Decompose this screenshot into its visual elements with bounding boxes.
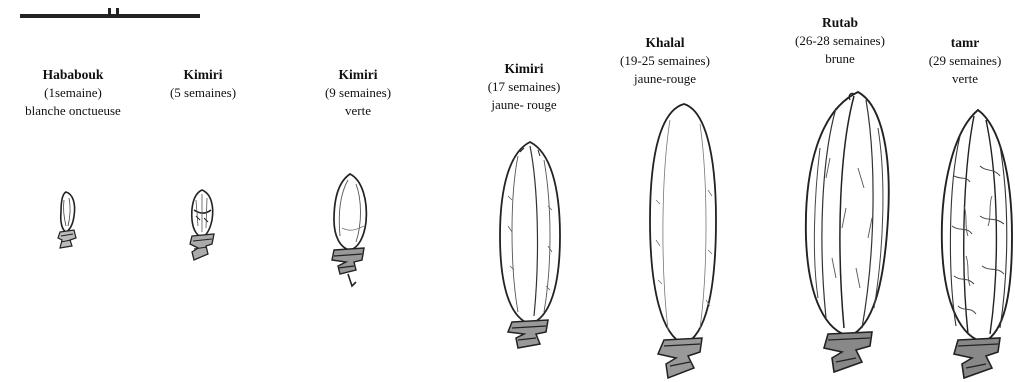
- stage-label-kimiri-17: Kimiri (17 semaines) jaune- rouge: [464, 60, 584, 114]
- fruit-khalal-drawing: [640, 100, 726, 382]
- stage-color: jaune-rouge: [600, 70, 730, 88]
- fruit-kimiri-5-drawing: [182, 186, 222, 266]
- stage-label-kimiri-5: Kimiri (5 semaines): [148, 66, 258, 102]
- stage-duration: (29 semaines): [915, 52, 1015, 70]
- stage-name: Khalal: [600, 34, 730, 52]
- stage-duration: (17 semaines): [464, 78, 584, 96]
- stage-name: Rutab: [770, 14, 910, 32]
- stage-label-kimiri-9: Kimiri (9 semaines) verte: [298, 66, 418, 120]
- fruit-rutab-drawing: [796, 88, 900, 380]
- stage-duration: (9 semaines): [298, 84, 418, 102]
- stage-duration: (19-25 semaines): [600, 52, 730, 70]
- stage-color: verte: [298, 102, 418, 120]
- stage-duration: (5 semaines): [148, 84, 258, 102]
- fruit-tamr-drawing: [934, 106, 1015, 382]
- stage-color: jaune- rouge: [464, 96, 584, 114]
- stage-duration: (1semaine): [8, 84, 138, 102]
- fruit-kimiri-9-drawing: [326, 170, 376, 292]
- stage-name: Kimiri: [464, 60, 584, 78]
- cropped-heading-fragment: [20, 4, 200, 18]
- stage-duration: (26-28 semaines): [770, 32, 910, 50]
- stage-name: Hababouk: [8, 66, 138, 84]
- stage-label-rutab: Rutab (26-28 semaines) brune: [770, 14, 910, 68]
- stage-label-khalal: Khalal (19-25 semaines) jaune-rouge: [600, 34, 730, 88]
- stage-name: tamr: [915, 34, 1015, 52]
- stage-color: brune: [770, 50, 910, 68]
- stage-label-hababouk: Hababouk (1semaine) blanche onctueuse: [8, 66, 138, 120]
- stage-color: blanche onctueuse: [8, 102, 138, 120]
- stage-name: Kimiri: [298, 66, 418, 84]
- stage-label-tamr: tamr (29 semaines) verte: [915, 34, 1015, 88]
- fruit-hababouk-drawing: [52, 188, 82, 250]
- stage-name: Kimiri: [148, 66, 258, 84]
- stage-color: verte: [915, 70, 1015, 88]
- fruit-kimiri-17-drawing: [494, 136, 566, 352]
